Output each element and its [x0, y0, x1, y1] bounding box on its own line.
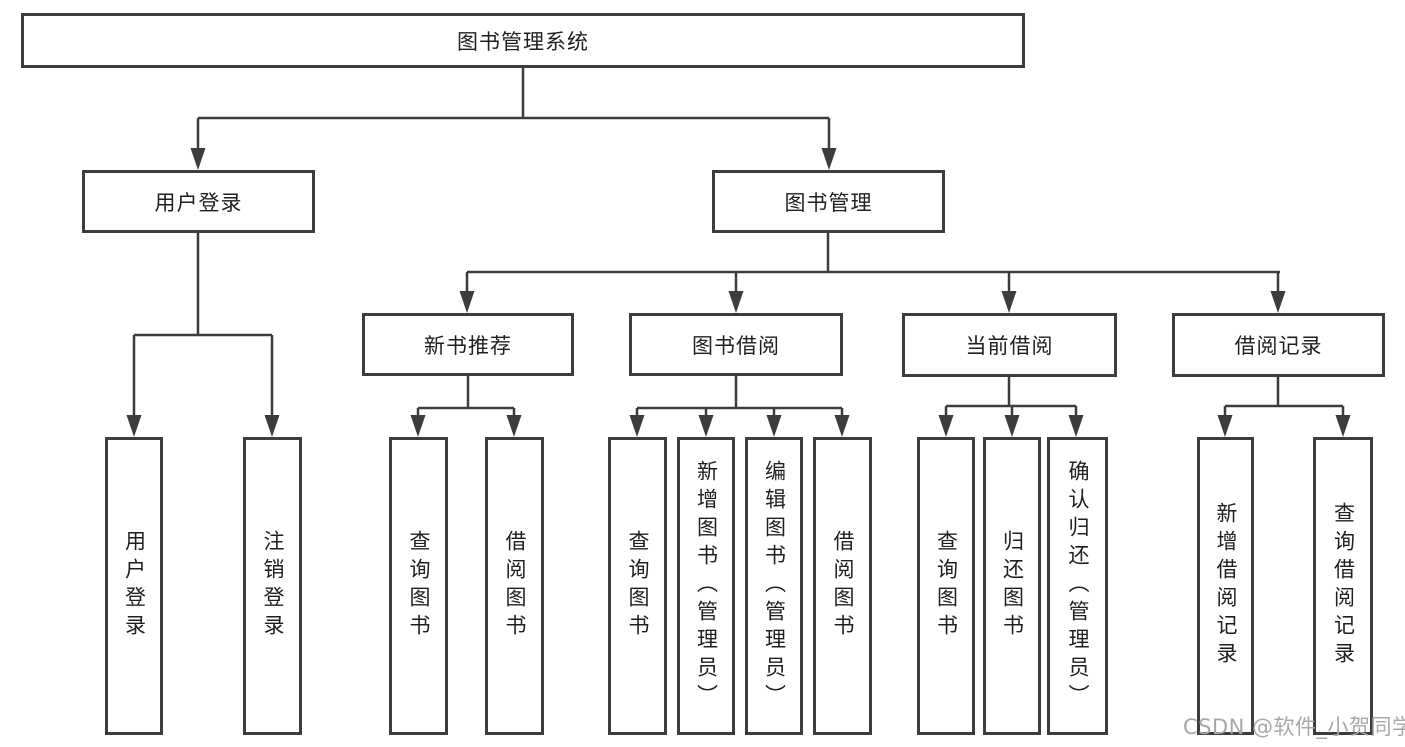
node-borrow-records: 借阅记录 [1172, 313, 1385, 377]
leaf-records-add-record-label: 新增借阅记录 [1214, 502, 1239, 670]
leaf-user-login-label: 用户登录 [122, 530, 147, 642]
node-root-label: 图书管理系统 [457, 29, 589, 54]
node-user-login: 用户登录 [82, 170, 315, 233]
leaf-records-add-record: 新增借阅记录 [1197, 437, 1254, 735]
leaf-borrow-borrow-books-label: 借阅图书 [831, 530, 856, 642]
node-book-management-label: 图书管理 [784, 190, 873, 215]
node-new-book-recommend: 新书推荐 [362, 313, 574, 376]
leaf-newbooks-borrow-books-label: 借阅图书 [503, 530, 528, 642]
leaf-current-confirm-return-admin-label: 确认归还（管理员） [1066, 460, 1091, 712]
node-book-borrow: 图书借阅 [629, 313, 843, 376]
leaf-newbooks-query-books-label: 查询图书 [407, 530, 432, 642]
leaf-borrow-add-books-admin: 新增图书（管理员） [677, 437, 735, 735]
node-book-borrow-label: 图书借阅 [692, 333, 780, 358]
leaf-logout-label: 注销登录 [261, 530, 286, 642]
node-borrow-records-label: 借阅记录 [1234, 334, 1323, 358]
leaf-borrow-query-books: 查询图书 [608, 437, 667, 735]
leaf-newbooks-borrow-books: 借阅图书 [485, 437, 544, 735]
node-new-book-recommend-label: 新书推荐 [424, 333, 512, 358]
node-current-borrow-label: 当前借阅 [965, 334, 1054, 358]
leaf-borrow-query-books-label: 查询图书 [626, 530, 651, 642]
leaf-logout: 注销登录 [243, 437, 302, 735]
leaf-current-return-books: 归还图书 [983, 437, 1041, 735]
node-root-system: 图书管理系统 [21, 13, 1025, 68]
leaf-borrow-edit-books-admin: 编辑图书（管理员） [745, 437, 803, 735]
leaf-records-query-record-label: 查询借阅记录 [1331, 502, 1356, 670]
leaf-records-query-record: 查询借阅记录 [1313, 437, 1373, 735]
csdn-watermark: CSDN @软件_小贺同学 [1183, 715, 1405, 739]
leaf-borrow-borrow-books: 借阅图书 [813, 437, 872, 735]
node-user-login-label: 用户登录 [154, 190, 243, 215]
leaf-current-confirm-return-admin: 确认归还（管理员） [1047, 437, 1108, 735]
node-book-management: 图书管理 [712, 170, 945, 233]
leaf-user-login: 用户登录 [105, 437, 163, 735]
leaf-current-query-books: 查询图书 [917, 437, 975, 735]
leaf-borrow-add-books-admin-label: 新增图书（管理员） [694, 460, 719, 712]
leaf-newbooks-query-books: 查询图书 [389, 437, 448, 735]
leaf-current-query-books-label: 查询图书 [934, 530, 959, 642]
node-current-borrow: 当前借阅 [902, 313, 1117, 377]
leaf-current-return-books-label: 归还图书 [1000, 530, 1025, 642]
leaf-borrow-edit-books-admin-label: 编辑图书（管理员） [762, 460, 787, 712]
